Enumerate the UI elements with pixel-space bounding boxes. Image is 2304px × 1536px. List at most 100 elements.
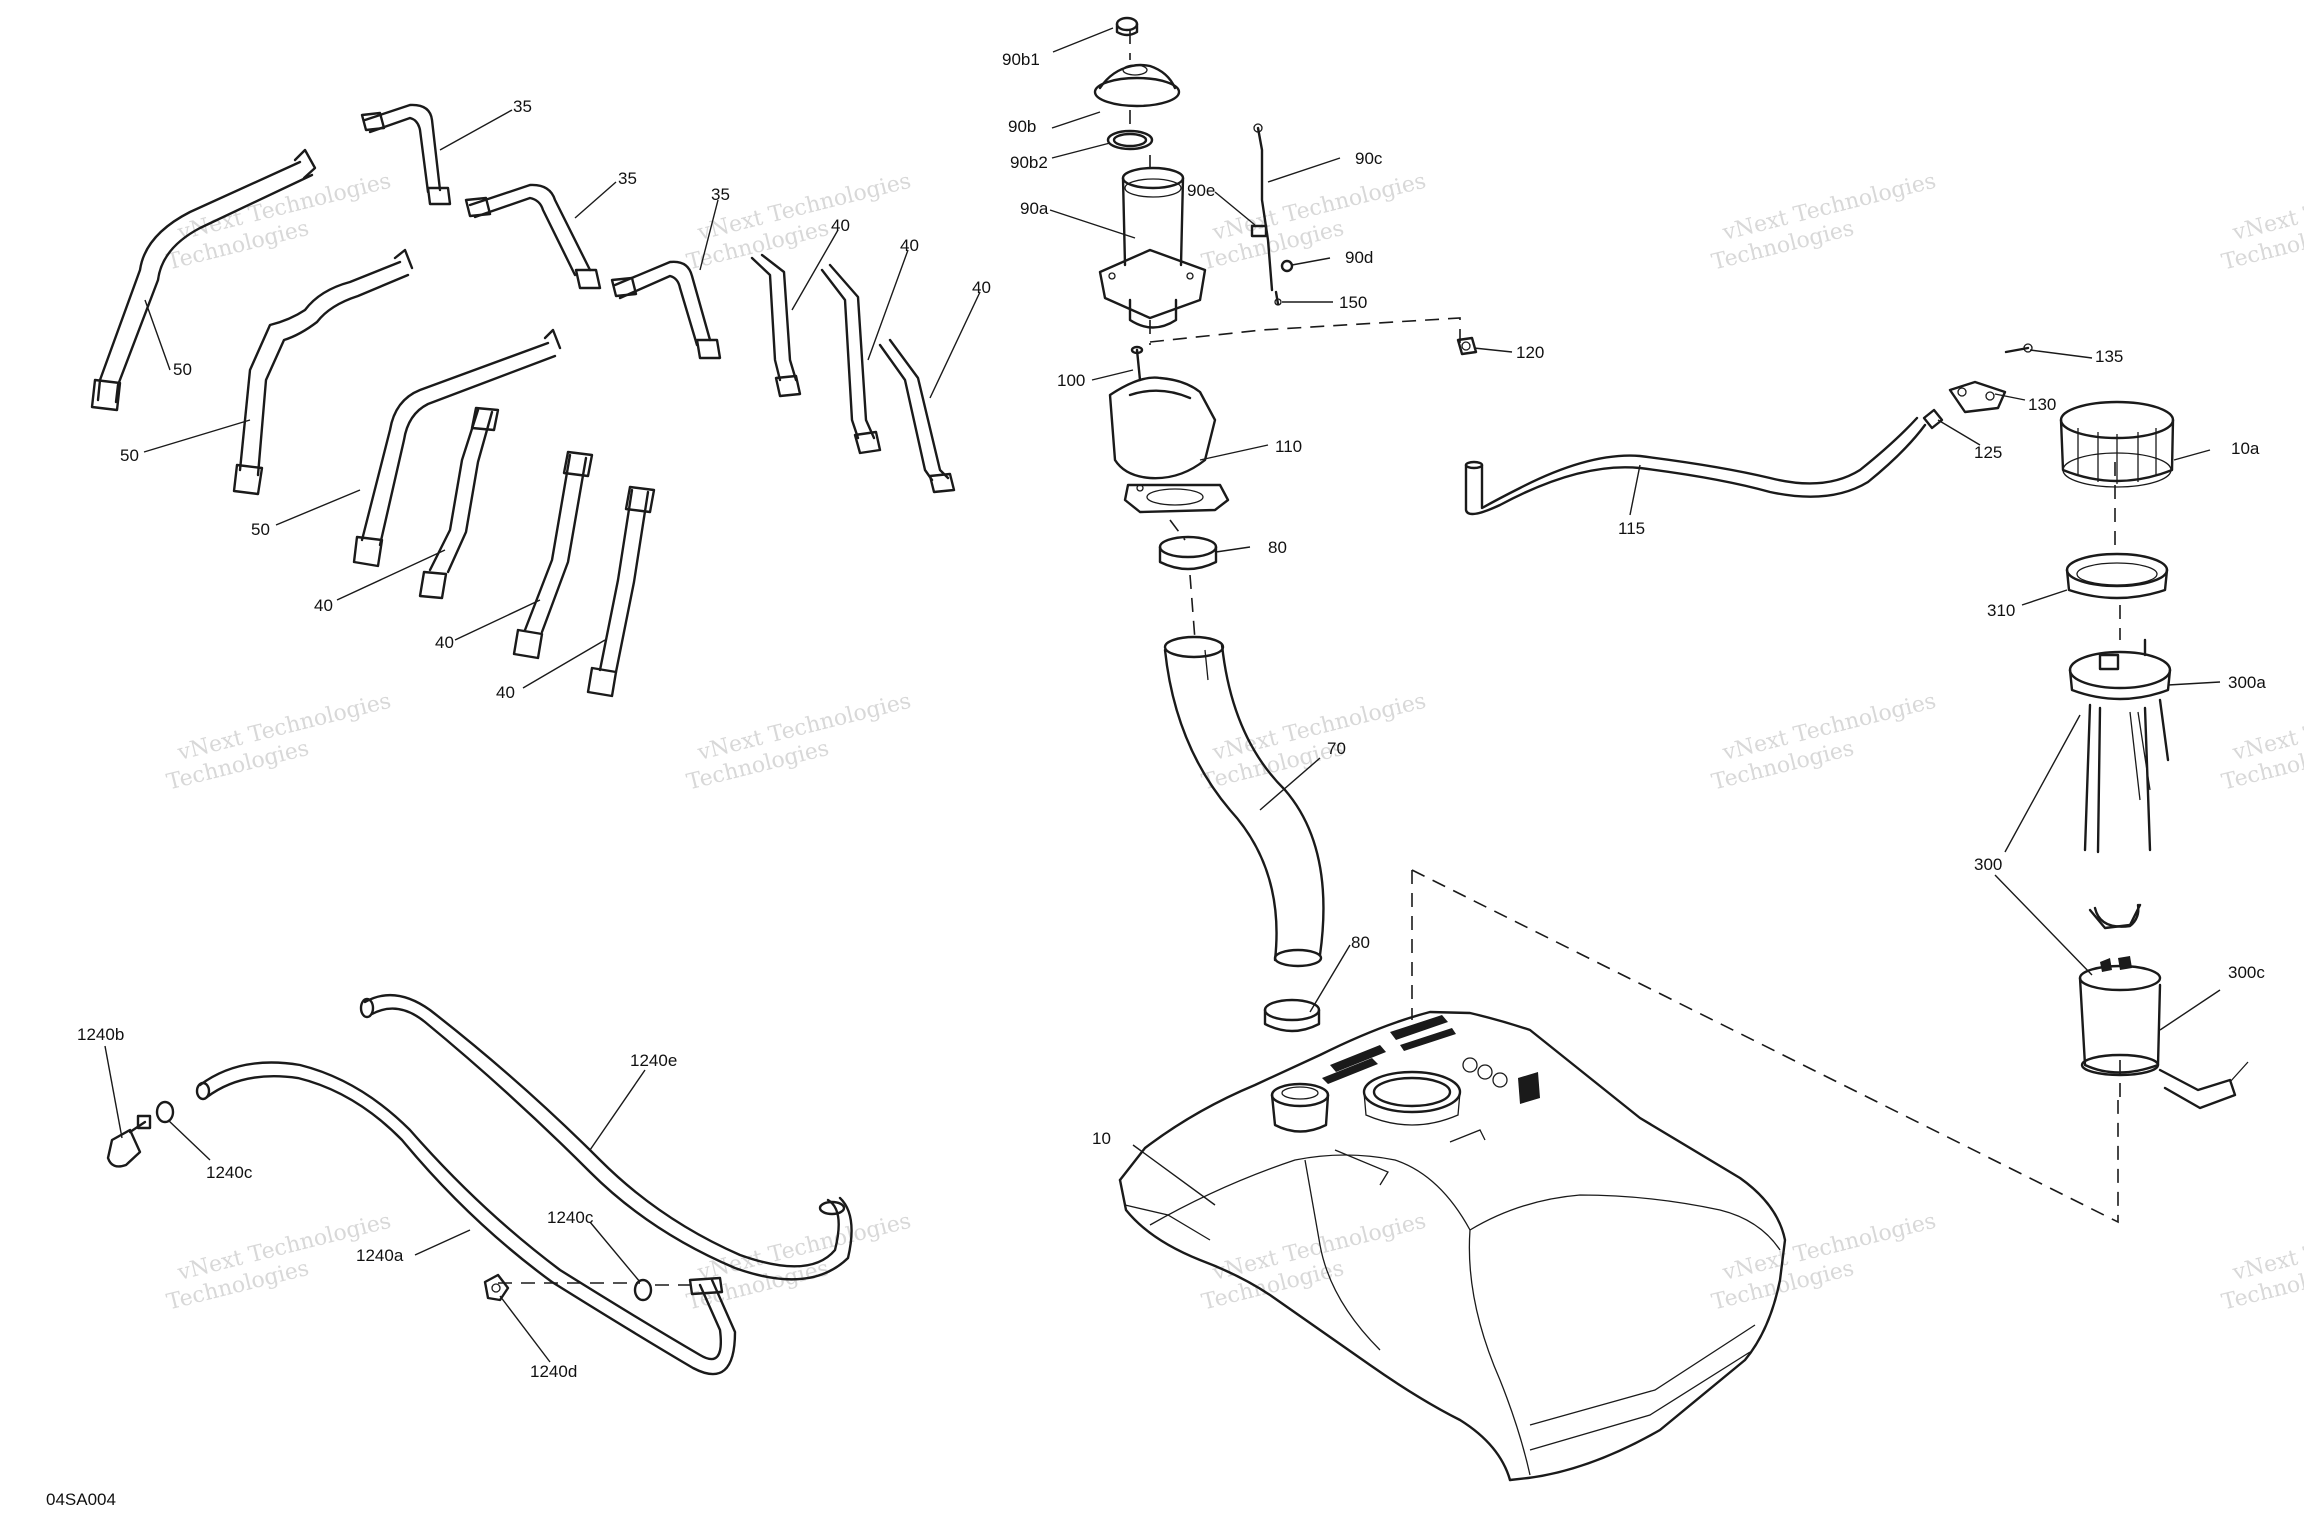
callout-90b2: 90b2 [1010, 153, 1048, 172]
watermark: vNext Technologies Technologies [2219, 689, 2304, 796]
callout-35: 35 [711, 185, 730, 204]
watermark: vNext Technologies Technologies [1199, 169, 1428, 276]
callout-40: 40 [435, 633, 454, 652]
callout-115: 115 [1618, 519, 1645, 538]
clamp-1240c-upper[interactable] [155, 1100, 175, 1124]
watermark: vNext Technologies Technologies [684, 1209, 913, 1316]
strap-35-b[interactable] [464, 183, 602, 290]
filler-tube-90a[interactable] [1098, 166, 1207, 329]
callout-90b: 90b [1008, 117, 1036, 136]
watermark: vNext Technologies Technologies [164, 689, 393, 796]
watermark: vNext Technologies Technologies [2219, 1209, 2304, 1316]
callout-1240e: 1240e [630, 1051, 677, 1070]
callout-10: 10 [1092, 1129, 1111, 1148]
hose-assembly-1240 [106, 993, 853, 1376]
elbow-fitting-1240b[interactable] [106, 1114, 152, 1168]
bolt-135[interactable] [2004, 343, 2033, 354]
connector-1240d[interactable] [483, 1273, 510, 1302]
callout-70: 70 [1327, 739, 1346, 758]
watermark: vNext Technologies Technologies [684, 689, 913, 796]
strap-50-c[interactable] [352, 328, 562, 568]
callout-80: 80 [1268, 538, 1287, 557]
strap-35-c[interactable] [610, 260, 722, 360]
callout-35: 35 [513, 97, 532, 116]
diagram-code: 04SA004 [46, 1490, 116, 1509]
vent-hose-115[interactable] [1464, 416, 1927, 516]
callout-120: 120 [1516, 343, 1544, 362]
callout-300c: 300c [2228, 963, 2265, 982]
filler-hose-70[interactable] [1163, 635, 1325, 968]
callout-90e: 90e [1187, 181, 1215, 200]
cap-plug-90b1[interactable] [1115, 16, 1139, 37]
callout-90c: 90c [1355, 149, 1383, 168]
callout-40: 40 [314, 596, 333, 615]
clamp-1240c-lower[interactable] [633, 1278, 653, 1302]
callout-1240a: 1240a [356, 1246, 404, 1265]
watermark: vNext Technologies Technologies [1709, 689, 1938, 796]
watermarks: vNext Technologies Technologies vNext Te… [164, 169, 2304, 1316]
clip-90e[interactable] [1250, 224, 1268, 238]
hose-1240a[interactable] [195, 1061, 737, 1376]
callout-90b1: 90b1 [1002, 50, 1040, 69]
strap-40-f[interactable] [586, 485, 656, 698]
callout-1240c: 1240c [547, 1208, 594, 1227]
valve-130[interactable] [1948, 380, 2007, 414]
strap-35-a[interactable] [360, 103, 452, 206]
leader-lines [104, 27, 2221, 1363]
watermark: vNext Technologies Technologies [1709, 1209, 1938, 1316]
screw-100[interactable] [1130, 345, 1144, 382]
hose-clamp-80-lower[interactable] [1263, 998, 1321, 1033]
strap-40-b[interactable] [820, 263, 882, 455]
strap-40-c[interactable] [878, 338, 956, 494]
callout-300a: 300a [2228, 673, 2266, 692]
filler-neck-assembly [1093, 16, 1478, 571]
callout-100: 100 [1057, 371, 1085, 390]
callout-labels: 35 35 35 40 40 40 40 40 40 50 50 50 90b1… [77, 50, 2266, 1381]
filler-housing-110[interactable] [1108, 376, 1230, 514]
connector-125[interactable] [1922, 408, 1944, 430]
callout-90d: 90d [1345, 248, 1373, 267]
callout-1240b: 1240b [77, 1025, 124, 1044]
callout-40: 40 [900, 236, 919, 255]
gasket-90b2[interactable] [1106, 129, 1154, 151]
callout-50: 50 [173, 360, 192, 379]
strap-50-b[interactable] [232, 248, 414, 496]
fitting-120[interactable] [1456, 336, 1478, 356]
callout-35: 35 [618, 169, 637, 188]
part-90d[interactable] [1280, 259, 1294, 273]
callout-110: 110 [1275, 437, 1302, 456]
watermark: vNext Technologies Technologies [1199, 1209, 1428, 1316]
callout-130: 130 [2028, 395, 2056, 414]
callout-10a: 10a [2231, 439, 2260, 458]
hose-1240e[interactable] [359, 993, 853, 1281]
pump-flange-300a[interactable] [2068, 638, 2172, 854]
strap-40-e[interactable] [512, 450, 594, 660]
callout-310: 310 [1987, 601, 2015, 620]
watermark: vNext Technologies Technologies [1199, 689, 1428, 796]
callout-1240c: 1240c [206, 1163, 253, 1182]
watermark: vNext Technologies Technologies [2219, 169, 2304, 276]
lock-ring-10a[interactable] [2059, 400, 2175, 488]
callout-125: 125 [1974, 443, 2002, 462]
strap-50-a[interactable] [90, 148, 317, 412]
hose-clamp-80-upper[interactable] [1158, 535, 1218, 571]
callout-150: 150 [1339, 293, 1367, 312]
callout-40: 40 [496, 683, 515, 702]
filler-cap-90b[interactable] [1093, 63, 1181, 108]
callout-90a: 90a [1020, 199, 1049, 218]
fuel-tank-10[interactable] [1118, 1010, 1787, 1482]
callout-50: 50 [120, 446, 139, 465]
vent-line-90c[interactable] [1253, 123, 1274, 292]
strap-40-a[interactable] [750, 253, 802, 398]
callout-50: 50 [251, 520, 270, 539]
strap-group [90, 103, 956, 698]
watermark: vNext Technologies Technologies [1709, 169, 1938, 276]
callout-300: 300 [1974, 855, 2002, 874]
watermark: vNext Technologies Technologies [164, 169, 393, 276]
seal-310[interactable] [2065, 552, 2169, 600]
screw-150[interactable] [1274, 290, 1282, 306]
assembly-lines [498, 30, 2121, 1286]
strap-40-d[interactable] [418, 406, 500, 600]
pump-module-300c[interactable] [2078, 903, 2249, 1110]
